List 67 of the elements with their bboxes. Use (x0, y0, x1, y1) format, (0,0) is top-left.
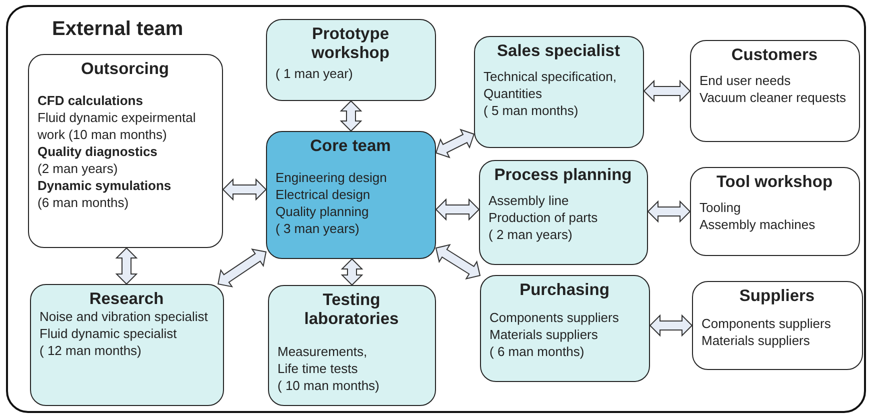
team-box (474, 36, 644, 148)
box-text: Life time tests (278, 360, 359, 378)
box-text: Components suppliers (702, 316, 832, 334)
team-box (30, 284, 224, 406)
box-text: Assembly machines (700, 217, 816, 234)
box-text: Technical specification, (484, 69, 618, 86)
box-text: ( 2 man years) (488, 227, 574, 244)
box-text: End user needs (700, 73, 792, 90)
box-heading: Tool workshop (715, 172, 834, 192)
double-arrow (649, 314, 693, 337)
team-box (690, 166, 860, 256)
team-box (266, 130, 436, 258)
double-arrow (435, 244, 481, 280)
box-text: CFD calculations (38, 93, 144, 110)
double-arrow (435, 128, 475, 158)
box-text: (2 man years) (38, 160, 119, 178)
box-text: ( 12 man months) (40, 343, 142, 360)
box-heading: Customers (730, 46, 819, 66)
box-text: Quality planning (276, 204, 370, 221)
box-text: Materials suppliers (702, 333, 811, 350)
box-text: Materials suppliers (490, 327, 599, 344)
box-text: Quantities (484, 86, 544, 104)
box-text: ( 6 man months) (490, 344, 586, 361)
box-text: Vacuum cleaner requests (700, 90, 847, 108)
box-heading: Process planning (493, 166, 633, 186)
box-text: Quality diagnostics (38, 144, 158, 161)
box-text: Noise and vibration specialist (40, 309, 209, 326)
double-arrow (647, 200, 691, 223)
box-text: ( 5 man months) (484, 103, 580, 120)
team-box (480, 274, 650, 382)
box-heading: Prototype workshop (310, 24, 390, 64)
box-text: Engineering design (276, 170, 388, 188)
team-box (692, 280, 862, 370)
box-text: Electrical design (276, 187, 372, 204)
box-heading: Purchasing (518, 280, 610, 300)
box-heading: Outsorcing (80, 60, 170, 80)
team-box (478, 160, 648, 264)
box-text: Fluid dynamic expeirmental work (10 man months) (38, 110, 197, 144)
box-heading: Sales specialist (496, 42, 621, 62)
frame-heading: External team (52, 18, 184, 41)
box-text: Assembly line (488, 193, 570, 210)
box-text: ( 3 man years) (276, 220, 360, 238)
double-arrow (643, 80, 691, 102)
box-text: Measurements, (278, 344, 368, 361)
box-text: (6 man months) (38, 194, 130, 212)
box-text: Fluid dynamic specialist (40, 326, 178, 344)
group-frame (6, 5, 866, 413)
double-arrow (218, 248, 267, 288)
box-text: ( 10 man months) (278, 378, 380, 395)
box-text: Components suppliers (490, 310, 620, 328)
box-text: ( 1 man year) (276, 66, 354, 83)
double-arrow (435, 198, 480, 221)
double-arrow (340, 258, 364, 286)
box-text: Dynamic symulations (38, 178, 172, 195)
double-arrow (115, 247, 138, 285)
box-text: Tooling (700, 200, 742, 218)
double-arrow (222, 178, 267, 201)
box-heading: Research (88, 290, 165, 310)
team-box (268, 284, 436, 406)
team-box (266, 18, 436, 100)
double-arrow (340, 100, 362, 132)
team-box (690, 40, 860, 142)
box-heading: Suppliers (738, 286, 816, 306)
box-heading: Core team (309, 136, 392, 156)
box-heading: Testing laboratories (303, 290, 400, 330)
team-box (28, 54, 222, 248)
box-text: Production of parts (488, 210, 599, 228)
